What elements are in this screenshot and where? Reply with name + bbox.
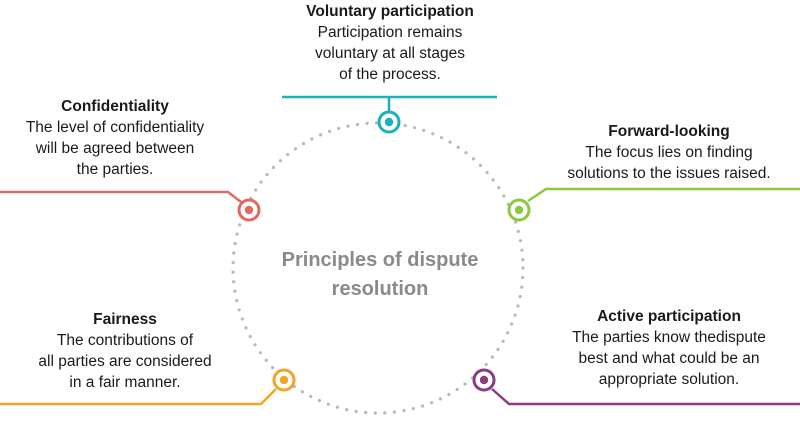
forward-node-icon [507, 198, 531, 222]
voluntary-participation-text-3: of the process. [339, 66, 441, 83]
active-participation-text-3: appropriate solution. [598, 371, 740, 388]
active-participation-title: Active participation [597, 308, 741, 325]
forward-looking-title: Forward-looking [608, 123, 730, 140]
fairness-text-1: The contributions of [56, 332, 194, 349]
voluntary-participation-block: Voluntary participation Participation re… [240, 1, 540, 85]
voluntary-participation-text-1: Participation remains [317, 24, 463, 41]
confidentiality-block: Confidentiality The level of confidentia… [0, 96, 230, 180]
forward-looking-block: Forward-looking The focus lies on findin… [538, 121, 800, 184]
active-connector-line [491, 388, 800, 406]
confidentiality-text-1: The level of confidentiality [25, 119, 205, 136]
fairness-text-3: in a fair manner. [69, 374, 181, 391]
voluntary-participation-text-2: voluntary at all stages [315, 45, 465, 62]
fairness-title: Fairness [93, 311, 157, 328]
confidentiality-text-3: the parties. [76, 161, 154, 178]
forward-looking-text-1: The focus lies on finding [585, 144, 753, 161]
confidentiality-connector-line [0, 190, 242, 203]
fairness-block: Fairness The contributions of all partie… [0, 309, 250, 393]
diagram-center-title: Principles of dispute resolution [240, 246, 520, 304]
fairness-connector-line [0, 388, 277, 406]
active-node-icon [472, 368, 496, 392]
center-title-line-1: Principles of dispute [281, 249, 479, 271]
confidentiality-node-icon [237, 198, 261, 222]
voluntary-participation-title: Voluntary participation [306, 3, 474, 20]
active-participation-block: Active participation The parties know th… [538, 306, 800, 390]
active-participation-text-1: The parties know thedispute [572, 329, 766, 346]
center-title-line-2: resolution [331, 278, 429, 300]
confidentiality-text-2: will be agreed between [35, 140, 195, 157]
confidentiality-title: Confidentiality [61, 98, 169, 115]
forward-looking-text-2: solutions to the issues raised. [567, 165, 771, 182]
forward-connector-line [527, 187, 800, 203]
fairness-node-icon [272, 368, 296, 392]
fairness-text-2: all parties are considered [38, 353, 212, 370]
active-participation-text-2: best and what could be an [578, 350, 760, 367]
voluntary-node-icon [377, 110, 401, 134]
